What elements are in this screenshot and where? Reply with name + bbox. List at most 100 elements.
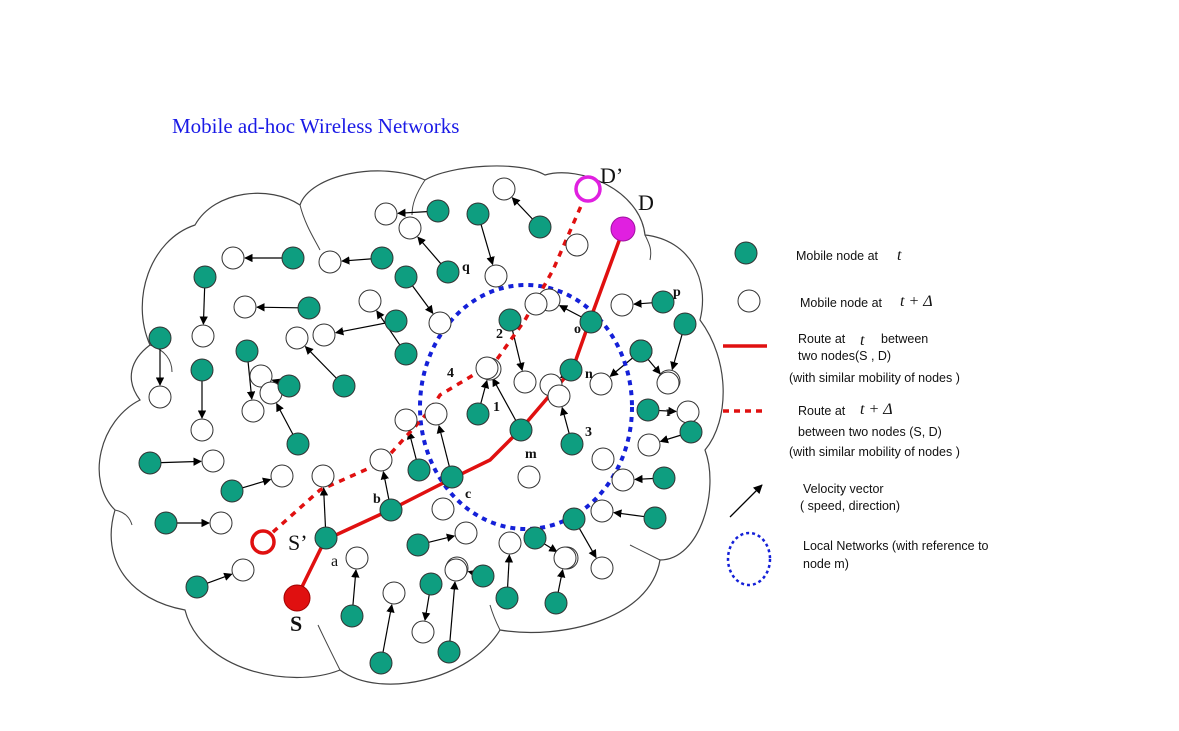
- velocity-arrow: [428, 533, 456, 543]
- mobile-node-t: [471, 564, 495, 588]
- velocity-arrow: [560, 406, 570, 434]
- label-m: m: [525, 447, 537, 462]
- velocity-arrow: [504, 554, 514, 588]
- mobile-node-t: [235, 339, 259, 363]
- network-cloud: [98, 165, 724, 685]
- label-1: 1: [493, 400, 500, 415]
- legend-route-t-delta-line2: between two nodes (S, D): [798, 425, 942, 439]
- mobile-node-t-delta: [345, 546, 369, 570]
- mobile-node-t: [220, 479, 244, 503]
- label-p: p: [673, 285, 681, 300]
- mobile-node-t-delta: [517, 465, 541, 489]
- mobile-node-t-delta: [394, 408, 418, 432]
- velocity-arrow: [422, 594, 431, 621]
- label-d-prime: D’: [600, 163, 623, 188]
- velocity-arrow: [160, 457, 202, 466]
- mobile-node-t-delta: [676, 400, 700, 424]
- legend-local-network-line1: Local Networks (with reference to: [803, 539, 989, 553]
- velocity-arrow: [658, 406, 677, 416]
- velocity-arrow: [406, 430, 417, 460]
- mobile-node-t-delta: [444, 558, 468, 582]
- label-4: 4: [447, 366, 454, 381]
- label-2: 2: [496, 327, 503, 342]
- mobile-node-t: [332, 374, 356, 398]
- label-r: r: [666, 405, 672, 420]
- mobile-node-t: [286, 432, 310, 456]
- mobile-node-t: [394, 265, 418, 289]
- label-d: D: [638, 190, 654, 215]
- mobile-node-t-delta: [382, 581, 406, 605]
- mobile-node-t-delta: [374, 202, 398, 226]
- label-a: a: [331, 553, 338, 570]
- mobile-node-t-delta: [547, 384, 571, 408]
- label-b: b: [373, 492, 381, 507]
- mobile-node-t-delta: [318, 250, 342, 274]
- legend-route-t-line1: Route at: [798, 332, 846, 346]
- velocity-arrow: [492, 377, 517, 421]
- diagram-title: Mobile ad-hoc Wireless Networks: [172, 114, 459, 138]
- velocity-arrow: [382, 603, 395, 653]
- label-q: q: [462, 260, 470, 275]
- mobile-node-t: [498, 308, 522, 332]
- mobile-node-t-delta: [249, 364, 273, 388]
- mobile-node-t-delta: [148, 385, 172, 409]
- velocity-arrow: [647, 359, 661, 375]
- mobile-node-t: [370, 246, 394, 270]
- velocity-arrow: [480, 224, 495, 266]
- mobile-node-t: [394, 342, 418, 366]
- mobile-node-t-delta: [492, 177, 516, 201]
- mobile-node-t: [466, 202, 490, 226]
- mobile-node-t: [297, 296, 321, 320]
- mobile-node-t: [560, 432, 584, 456]
- legend-route-t-line1b: between: [881, 332, 928, 346]
- velocity-arrow: [511, 197, 533, 220]
- mobile-node-t: [407, 458, 431, 482]
- cloud-bump: [489, 604, 501, 631]
- mobile-node-t-delta: [398, 216, 422, 240]
- velocity-arrow: [256, 303, 299, 312]
- mobile-node-t: [559, 358, 583, 382]
- velocity-arrow: [557, 568, 566, 593]
- cloud-bump: [299, 204, 321, 251]
- cloud-bump: [114, 509, 133, 526]
- mobile-node-t: [437, 640, 461, 664]
- mobile-node-t: [379, 498, 403, 522]
- mobile-node-t: [629, 339, 653, 363]
- label-s-prime: S’: [288, 530, 308, 555]
- legend-mobile-node-t-swatch: [734, 241, 758, 265]
- node-s-prime: [250, 529, 276, 555]
- legend-route-t-delta-line3: (with similar mobility of nodes ): [789, 445, 960, 459]
- mobile-node-t-delta: [201, 449, 225, 473]
- mobile-node-t: [138, 451, 162, 475]
- mobile-node-t-delta: [589, 372, 613, 396]
- label-o: o: [574, 322, 581, 337]
- mobile-node-t: [154, 511, 178, 535]
- mobile-node-t-delta: [312, 323, 336, 347]
- mobile-node-t-delta: [590, 499, 614, 523]
- mobile-node-t: [148, 326, 172, 350]
- mobile-node-t: [190, 358, 214, 382]
- velocity-arrow: [351, 569, 360, 606]
- velocity-arrow: [246, 361, 256, 400]
- mobile-node-t-delta: [369, 448, 393, 472]
- mobile-node-t: [679, 420, 703, 444]
- cloud-bump: [317, 624, 341, 671]
- mobile-node-t-delta: [637, 433, 661, 457]
- velocity-arrow: [334, 322, 386, 336]
- velocity-arrow: [304, 345, 337, 379]
- mobile-node-t: [579, 310, 603, 334]
- mobile-node-t: [652, 466, 676, 490]
- velocity-arrow: [436, 424, 450, 467]
- mobile-node-t-delta: [231, 558, 255, 582]
- label-n: n: [585, 367, 593, 382]
- mobile-node-t: [495, 586, 519, 610]
- mobile-node-t-delta: [513, 370, 537, 394]
- mobile-node-t: [523, 526, 547, 550]
- mobile-node-t-delta: [484, 264, 508, 288]
- mobile-node-t-delta: [656, 371, 680, 395]
- mobile-node-t: [384, 309, 408, 333]
- mobile-node-t-delta: [591, 447, 615, 471]
- cloud-bump: [644, 234, 652, 261]
- legend: Mobile node at t Mobile node at t + Δ Ro…: [723, 241, 989, 587]
- velocity-arrow: [480, 379, 490, 404]
